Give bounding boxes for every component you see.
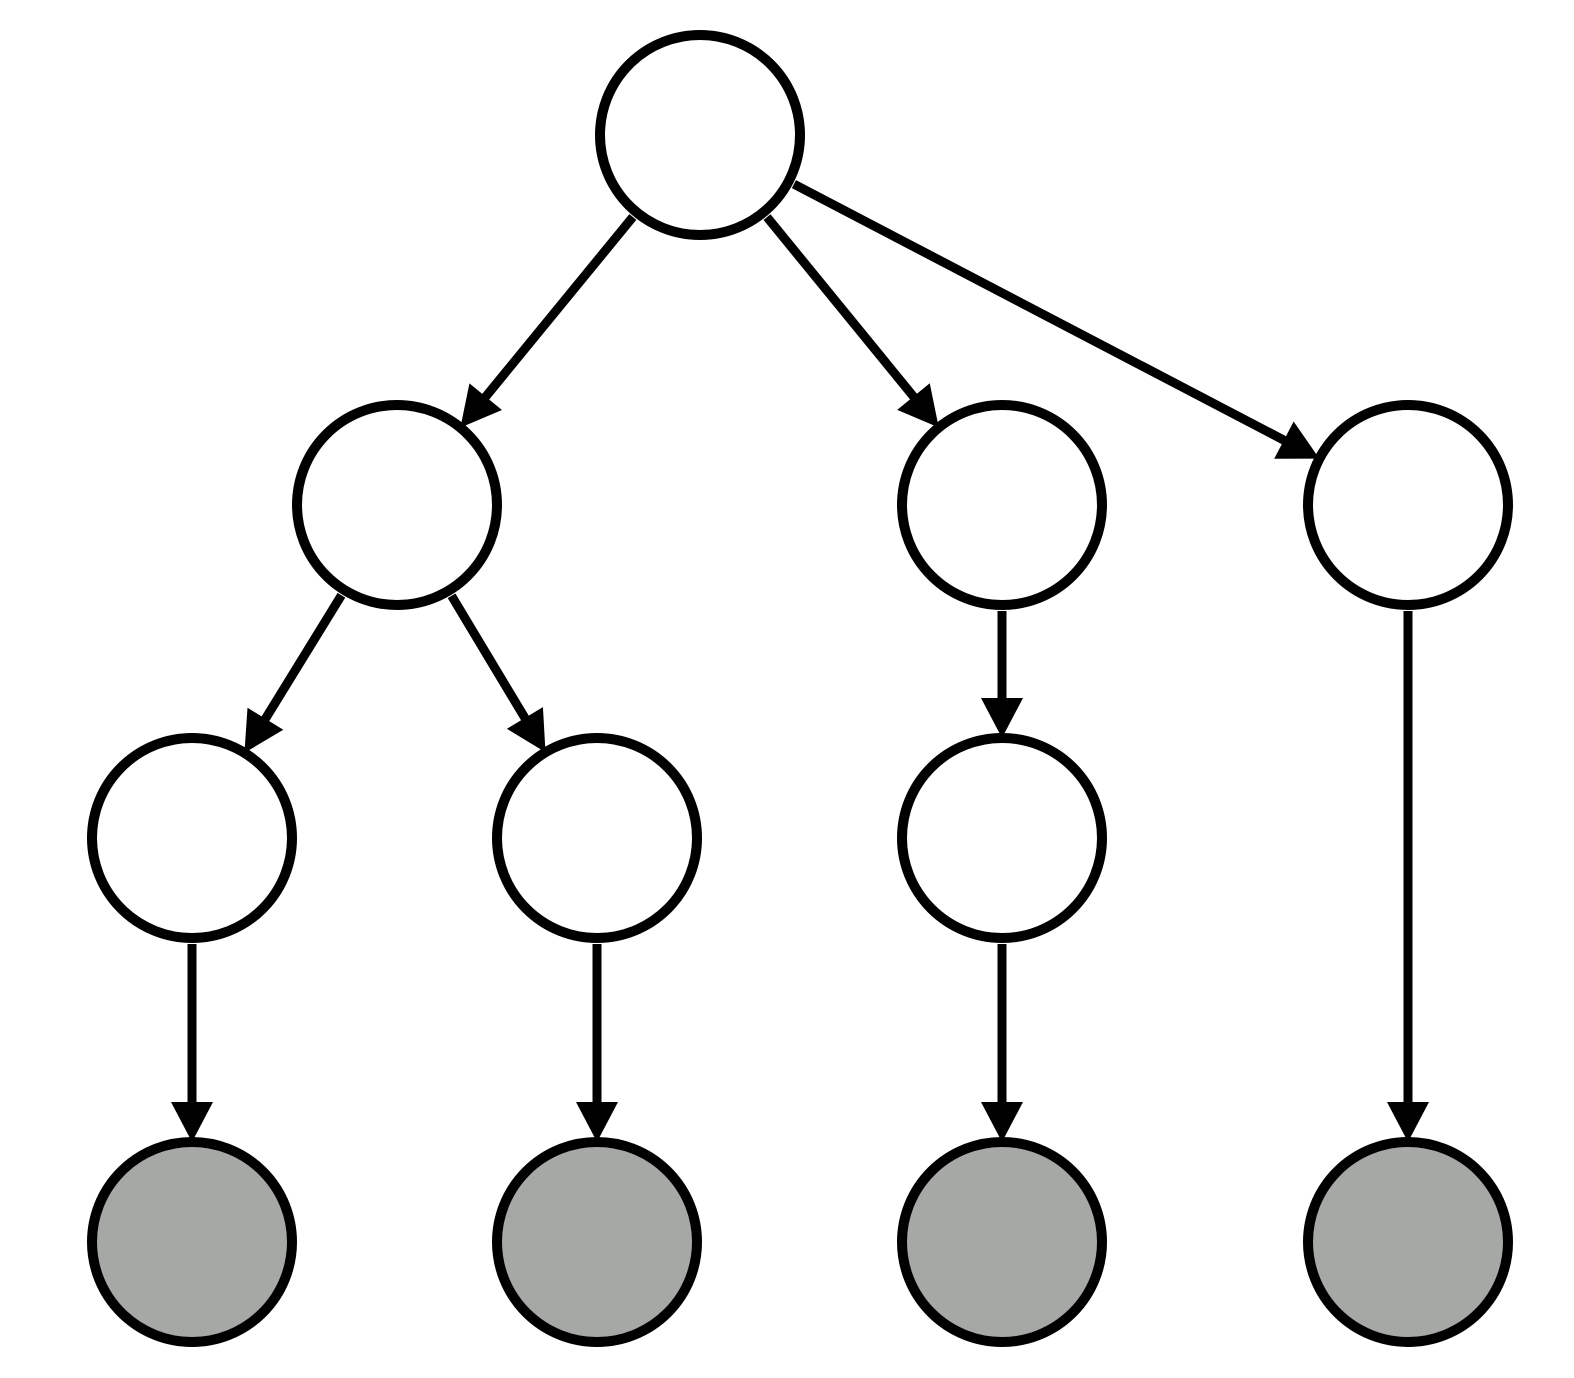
leaf-node-leaf-c <box>1303 1137 1513 1347</box>
edge-root-to-c <box>791 180 1288 446</box>
tree-node-root <box>595 30 805 240</box>
arrowhead-b-to-b1 <box>981 698 1023 738</box>
arrowhead-a2-to-leaf-a2 <box>576 1102 618 1142</box>
edge-a-to-a2 <box>447 593 530 723</box>
arrowhead-b1-to-leaf-b1 <box>981 1102 1023 1142</box>
edge-a-to-a1 <box>260 592 346 723</box>
arrowhead-root-to-b <box>897 383 939 428</box>
arrowhead-a1-to-leaf-a1 <box>171 1102 213 1142</box>
leaf-node-leaf-b1 <box>897 1137 1107 1347</box>
arrowhead-c-to-leaf-c <box>1387 1102 1429 1142</box>
tree-node-b1 <box>897 733 1107 943</box>
arrowhead-a-to-a2 <box>506 707 546 753</box>
arrowhead-a-to-a1 <box>244 707 284 753</box>
edge-root-to-b <box>763 214 919 401</box>
leaf-node-leaf-a2 <box>492 1137 702 1347</box>
arrowhead-root-to-a <box>460 383 502 428</box>
arrowhead-root-to-c <box>1274 421 1320 459</box>
edges-layer <box>171 180 1429 1142</box>
edge-root-to-a <box>480 214 637 402</box>
tree-node-a1 <box>87 733 297 943</box>
tree-node-a <box>292 400 502 610</box>
tree-node-c <box>1303 400 1513 610</box>
nodes-layer <box>87 30 1513 1347</box>
leaf-node-leaf-a1 <box>87 1137 297 1347</box>
tree-node-b <box>897 400 1107 610</box>
tree-node-a2 <box>492 733 702 943</box>
